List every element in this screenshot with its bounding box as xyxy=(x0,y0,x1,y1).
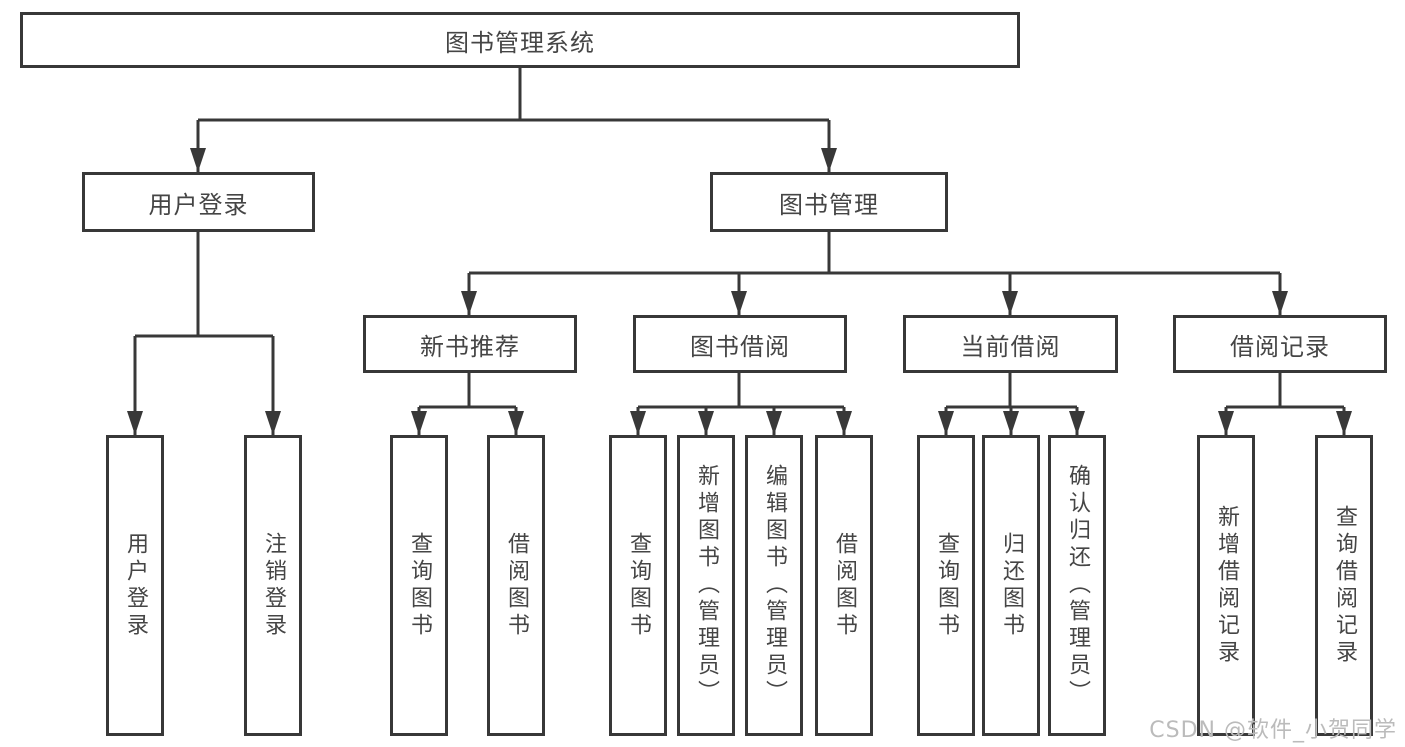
node-user-login: 用户登录 xyxy=(82,172,315,232)
node-borrowing-records: 借阅记录 xyxy=(1173,315,1387,373)
leaf-return-books: 归还图书 xyxy=(982,435,1040,736)
leaf-label: 查询图书 xyxy=(407,531,432,640)
leaf-confirm-return-admin: 确认归还（管理员） xyxy=(1048,435,1106,736)
leaf-label: 查询借阅记录 xyxy=(1332,504,1357,667)
leaf-query-books-borrowing: 查询图书 xyxy=(609,435,667,736)
leaf-user-login: 用户登录 xyxy=(106,435,164,736)
leaf-label: 注销登录 xyxy=(261,531,286,640)
leaf-query-borrow-record: 查询借阅记录 xyxy=(1315,435,1373,736)
leaf-add-borrow-record: 新增借阅记录 xyxy=(1197,435,1255,736)
csdn-watermark: CSDN @软件_小贺同学 xyxy=(1149,718,1397,743)
node-book-management: 图书管理 xyxy=(710,172,948,232)
leaf-query-books-current: 查询图书 xyxy=(917,435,975,736)
leaf-borrow-books-recommend: 借阅图书 xyxy=(487,435,545,736)
leaf-label: 借阅图书 xyxy=(832,531,857,640)
node-library-system: 图书管理系统 xyxy=(20,12,1020,68)
node-current-borrowing: 当前借阅 xyxy=(903,315,1118,373)
leaf-borrow-books-borrowing: 借阅图书 xyxy=(815,435,873,736)
leaf-label: 查询图书 xyxy=(934,531,959,640)
leaf-label: 归还图书 xyxy=(999,531,1024,640)
leaf-label: 确认归还（管理员） xyxy=(1065,464,1090,707)
leaf-add-books-admin: 新增图书（管理员） xyxy=(677,435,735,736)
leaf-label: 查询图书 xyxy=(626,531,651,640)
leaf-label: 新增图书（管理员） xyxy=(694,464,719,707)
leaf-query-books-recommend: 查询图书 xyxy=(390,435,448,736)
leaf-label: 借阅图书 xyxy=(504,531,529,640)
leaf-label: 新增借阅记录 xyxy=(1214,504,1239,667)
leaf-label: 用户登录 xyxy=(123,531,148,640)
node-book-borrowing: 图书借阅 xyxy=(633,315,847,373)
leaf-logout: 注销登录 xyxy=(244,435,302,736)
node-new-book-recommend: 新书推荐 xyxy=(363,315,577,373)
leaf-label: 编辑图书（管理员） xyxy=(762,464,787,707)
leaf-edit-books-admin: 编辑图书（管理员） xyxy=(745,435,803,736)
